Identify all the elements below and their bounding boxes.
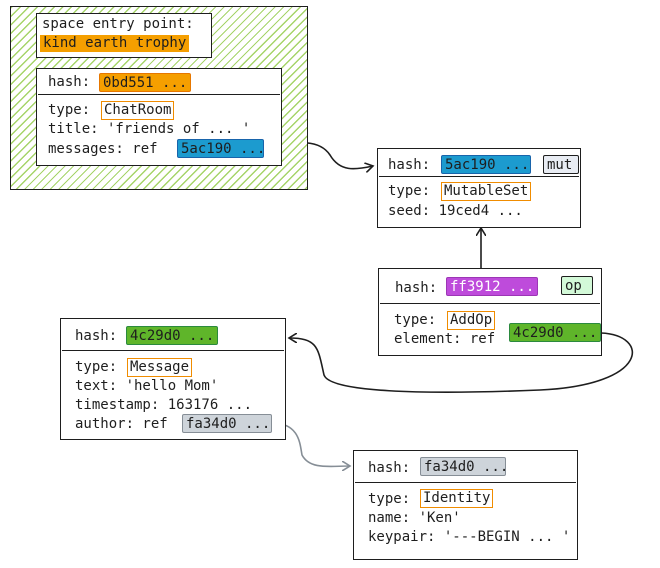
- message-ref-value: fa34d0 ...: [182, 414, 272, 433]
- mutableset-hash-value: 5ac190 ...: [441, 155, 531, 174]
- chatroom-hash-value: 0bd551 ...: [99, 73, 191, 92]
- identity-hash-label: hash:: [368, 460, 411, 476]
- chatroom-divider: [38, 94, 280, 95]
- identity-hash-value: fa34d0 ...: [420, 457, 508, 476]
- message-divider: [62, 350, 284, 351]
- chatroom-type-label: type:: [48, 102, 91, 118]
- mutableset-divider: [379, 176, 579, 177]
- entry-point-value: kind earth trophy: [40, 35, 190, 52]
- message-timestamp-line: timestamp: 163176 ...: [75, 397, 253, 413]
- identity-keypair-line: keypair: '---BEGIN ... ': [368, 529, 571, 545]
- message-hash-label: hash:: [75, 328, 118, 344]
- entry-point-label: space entry point:: [42, 16, 194, 32]
- message-type-label: type:: [75, 359, 118, 375]
- chatroom-hash-label: hash:: [48, 74, 91, 90]
- addop-hash-value: ff3912 ...: [446, 277, 538, 296]
- addop-type-value: AddOp: [447, 311, 496, 330]
- addop-type-label: type:: [394, 312, 437, 328]
- mutableset-seed-line: seed: 19ced4 ...: [388, 203, 523, 219]
- mutableset-type-label: type:: [388, 183, 431, 199]
- identity-divider: [355, 482, 576, 483]
- identity-type-value: Identity: [420, 489, 494, 508]
- identity-type-label: type:: [368, 491, 411, 507]
- chatroom-title-line: title: 'friends of ... ': [48, 121, 251, 137]
- addop-ref-label: element: ref: [394, 331, 496, 347]
- addop-hash-label: hash:: [395, 280, 438, 296]
- mutableset-mut-flag: mut: [543, 155, 579, 174]
- chatroom-type-value: ChatRoom: [101, 101, 175, 120]
- addop-divider: [380, 303, 600, 304]
- mutableset-type-value: MutableSet: [441, 182, 532, 201]
- addop-op-flag: op: [561, 276, 593, 295]
- identity-name-line: name: 'Ken': [368, 510, 461, 526]
- message-type-value: Message: [127, 358, 193, 377]
- addop-ref-value: 4c29d0 ...: [509, 323, 601, 342]
- message-text-line: text: 'hello Mom': [75, 378, 219, 394]
- message-ref-label: author: ref: [75, 416, 168, 432]
- chatroom-ref-label: messages: ref: [48, 141, 158, 157]
- mutableset-hash-label: hash:: [388, 157, 431, 173]
- chatroom-ref-value: 5ac190 ...: [177, 139, 265, 158]
- message-hash-value: 4c29d0 ...: [126, 326, 218, 345]
